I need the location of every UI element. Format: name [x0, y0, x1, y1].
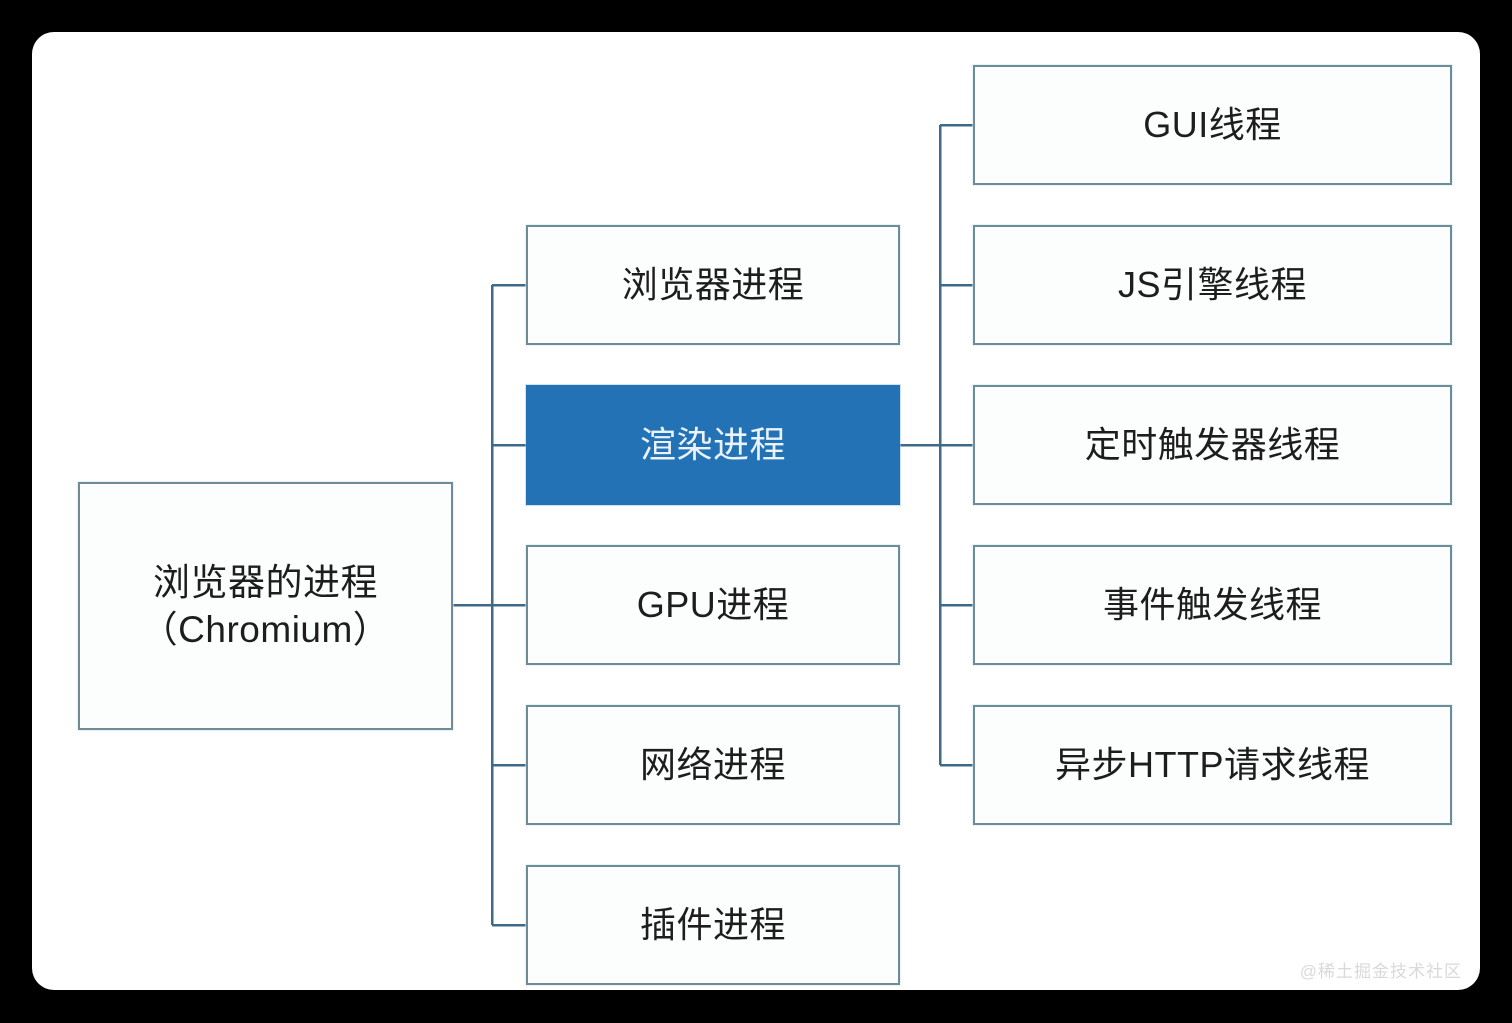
node-process-network[interactable]: 网络进程 — [526, 705, 900, 825]
node-root-label-line1: 浏览器的进程 — [152, 561, 378, 603]
node-thread-event-trigger-label: 事件触发线程 — [1102, 583, 1322, 625]
node-process-browser[interactable]: 浏览器进程 — [526, 225, 900, 345]
node-thread-gui[interactable]: GUI线程 — [973, 65, 1452, 185]
node-process-plugin[interactable]: 插件进程 — [526, 865, 900, 985]
node-process-gpu[interactable]: GPU进程 — [526, 545, 900, 665]
node-thread-timer-label: 定时触发器线程 — [1084, 423, 1341, 465]
node-process-network-label: 网络进程 — [639, 743, 786, 785]
node-thread-async-http[interactable]: 异步HTTP请求线程 — [973, 705, 1452, 825]
node-process-gpu-label: GPU进程 — [636, 583, 790, 625]
watermark: @稀土掘金技术社区 — [1299, 962, 1462, 981]
node-thread-async-http-label: 异步HTTP请求线程 — [1055, 743, 1370, 785]
diagram-canvas: 浏览器的进程 （Chromium） 浏览器进程 渲染进程 GPU进程 网络进程 … — [32, 32, 1480, 990]
node-thread-event-trigger[interactable]: 事件触发线程 — [973, 545, 1452, 665]
diagram-card: 浏览器的进程 （Chromium） 浏览器进程 渲染进程 GPU进程 网络进程 … — [32, 32, 1480, 990]
node-process-browser-label: 浏览器进程 — [621, 263, 805, 305]
node-root-label-line2: （Chromium） — [140, 609, 391, 650]
node-thread-js-engine-label: JS引擎线程 — [1117, 263, 1307, 305]
node-root[interactable]: 浏览器的进程 （Chromium） — [78, 482, 453, 730]
node-thread-gui-label: GUI线程 — [1143, 103, 1282, 145]
node-process-renderer-label: 渲染进程 — [639, 423, 786, 465]
node-thread-timer[interactable]: 定时触发器线程 — [973, 385, 1452, 505]
node-thread-js-engine[interactable]: JS引擎线程 — [973, 225, 1452, 345]
node-process-plugin-label: 插件进程 — [639, 903, 786, 945]
node-root-label: 浏览器的进程 （Chromium） — [141, 559, 391, 654]
node-process-renderer[interactable]: 渲染进程 — [526, 385, 900, 505]
